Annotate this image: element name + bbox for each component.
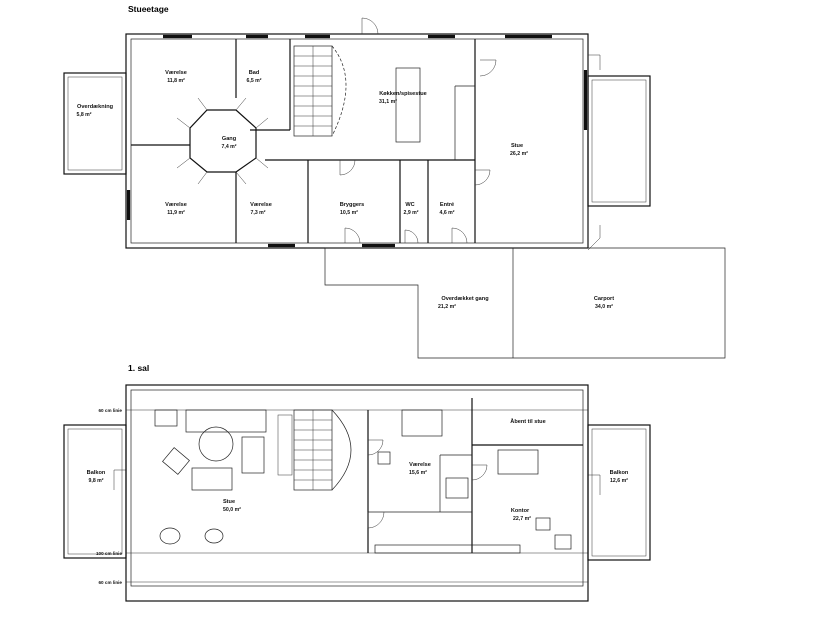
svg-text:7,4 m²: 7,4 m² xyxy=(222,144,237,150)
svg-text:Bryggers: Bryggers xyxy=(340,202,365,208)
ground-floor-title: Stueetage xyxy=(128,4,169,14)
svg-text:50,0 m²: 50,0 m² xyxy=(223,507,241,513)
ground-windows xyxy=(126,34,588,248)
ground-inner-wall xyxy=(130,38,584,244)
svg-text:11,9 m²: 11,9 m² xyxy=(167,210,185,216)
first-furniture xyxy=(154,409,572,554)
room-koekken: Køkken/spisestue 31,1 m² xyxy=(379,91,427,105)
svg-text:Balkon: Balkon xyxy=(87,470,106,476)
svg-text:10,5 m²: 10,5 m² xyxy=(340,210,358,216)
svg-text:Værelse: Værelse xyxy=(165,202,187,208)
height-line-60-top: 60 cm linie xyxy=(99,408,123,413)
first-inner-wall xyxy=(130,389,584,587)
svg-text:Overdækning: Overdækning xyxy=(77,104,114,110)
svg-text:26,2 m²: 26,2 m² xyxy=(510,151,528,157)
svg-text:11,8 m²: 11,8 m² xyxy=(167,78,185,84)
room-kontor: Kontor 22,7 m² xyxy=(511,508,531,522)
room-bad: Bad 6,5 m² xyxy=(247,70,262,84)
room-overdaekket-gang: Overdækket gang 21,2 m² xyxy=(438,296,489,310)
svg-text:Entré: Entré xyxy=(440,202,454,208)
room-stue-1sal: Stue 50,0 m² xyxy=(223,499,241,513)
svg-text:Bad: Bad xyxy=(249,70,260,76)
room-balkon-right: Balkon 12,6 m² xyxy=(610,470,629,484)
first-floor: 1. sal 60 cm linie 100 cm linie 60 cm li… xyxy=(63,363,651,602)
svg-text:Balkon: Balkon xyxy=(610,470,629,476)
svg-text:Stue: Stue xyxy=(511,143,523,149)
svg-text:7,3 m²: 7,3 m² xyxy=(251,210,266,216)
svg-text:6,5 m²: 6,5 m² xyxy=(247,78,262,84)
svg-text:4,6 m²: 4,6 m² xyxy=(440,210,455,216)
ground-doors xyxy=(176,17,601,251)
svg-text:Stue: Stue xyxy=(223,499,235,505)
svg-text:Gang: Gang xyxy=(222,136,237,142)
height-lines: 60 cm linie 100 cm linie 60 cm linie xyxy=(96,408,588,585)
room-vaerelse-1: Værelse 11,8 m² xyxy=(165,70,187,84)
room-entre: Entré 4,6 m² xyxy=(440,202,455,216)
svg-text:2,9 m²: 2,9 m² xyxy=(404,210,419,216)
room-vaerelse-1sal: Værelse 15,6 m² xyxy=(409,462,431,476)
svg-text:9,8 m²: 9,8 m² xyxy=(89,478,104,484)
room-vaerelse-3: Værelse 7,3 m² xyxy=(250,202,272,216)
room-wc: WC 2,9 m² xyxy=(404,202,419,216)
first-outer-wall xyxy=(125,384,589,602)
first-staircase xyxy=(277,409,352,491)
room-stue: Stue 26,2 m² xyxy=(510,143,528,157)
height-line-100: 100 cm linie xyxy=(96,551,122,556)
ground-interior-walls xyxy=(131,39,476,243)
svg-text:Køkken/spisestue: Køkken/spisestue xyxy=(379,91,427,97)
svg-text:31,1 m²: 31,1 m² xyxy=(379,99,397,105)
svg-text:WC: WC xyxy=(405,202,414,208)
balcony-right xyxy=(587,424,651,561)
first-interior-walls xyxy=(367,398,583,553)
svg-text:Åbent til stue: Åbent til stue xyxy=(510,418,545,425)
height-line-60-bottom: 60 cm linie xyxy=(99,580,123,585)
svg-text:Værelse: Værelse xyxy=(250,202,272,208)
ground-floor: Stueetage xyxy=(63,4,726,359)
room-bryggers: Bryggers 10,5 m² xyxy=(340,202,365,216)
room-gang: Gang 7,4 m² xyxy=(222,136,237,150)
svg-text:5,8 m²: 5,8 m² xyxy=(77,112,92,118)
room-carport: Carport 34,0 m² xyxy=(594,296,614,310)
kitchen-island xyxy=(395,67,421,143)
svg-text:Værelse: Værelse xyxy=(165,70,187,76)
svg-text:15,6 m²: 15,6 m² xyxy=(409,470,427,476)
room-vaerelse-2: Værelse 11,9 m² xyxy=(165,202,187,216)
terrace-left xyxy=(63,72,127,175)
carport-area xyxy=(324,247,726,359)
svg-text:Overdækket gang: Overdækket gang xyxy=(441,296,489,302)
svg-text:22,7 m²: 22,7 m² xyxy=(513,516,531,522)
svg-text:Værelse: Værelse xyxy=(409,462,431,468)
first-floor-title: 1. sal xyxy=(128,363,149,373)
ground-staircase xyxy=(293,45,347,137)
room-balkon-left: Balkon 9,8 m² xyxy=(87,470,106,484)
svg-text:34,0 m²: 34,0 m² xyxy=(595,304,613,310)
first-doors xyxy=(113,439,601,529)
terrace-right xyxy=(587,75,651,207)
room-aabent-til-stue: Åbent til stue xyxy=(510,418,545,425)
svg-text:12,6 m²: 12,6 m² xyxy=(610,478,628,484)
svg-text:Kontor: Kontor xyxy=(511,508,530,514)
room-overdaekning: Overdækning 5,8 m² xyxy=(77,104,114,118)
svg-text:21,2 m²: 21,2 m² xyxy=(438,304,456,310)
balcony-left xyxy=(63,424,127,559)
svg-text:Carport: Carport xyxy=(594,296,614,302)
